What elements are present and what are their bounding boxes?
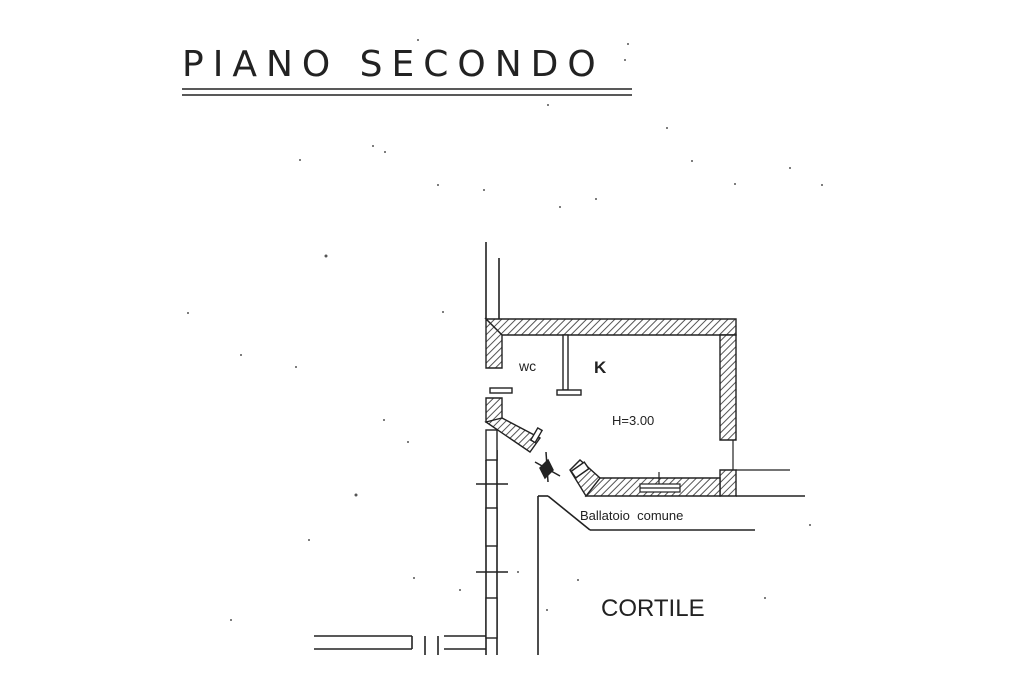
- courtyard-label: CORTILE: [601, 595, 705, 622]
- left-wall-windows: [476, 429, 508, 639]
- wc-partition: [489, 334, 582, 444]
- scan-noise: [187, 39, 823, 621]
- door-symbol: [534, 451, 590, 483]
- title-underline: [182, 88, 632, 96]
- ceiling-height-label: H=3.00: [612, 413, 654, 428]
- building-outline: [314, 242, 805, 655]
- room-label-wc: wc: [518, 358, 536, 374]
- walls: [484, 317, 737, 498]
- page-title: PIANO SECONDO: [182, 44, 605, 85]
- room-label-kitchen: K: [594, 358, 607, 377]
- gallery-label: Ballatoio comune: [580, 508, 683, 523]
- window: [639, 472, 681, 493]
- right-opening: [732, 440, 790, 471]
